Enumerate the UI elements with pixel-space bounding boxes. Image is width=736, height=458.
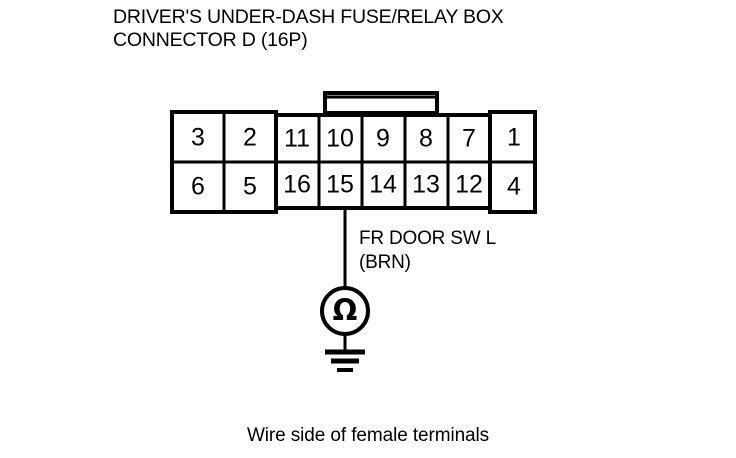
connector-middle-block: 11 10 9 8 7 16 15 14 13 12 bbox=[274, 113, 492, 210]
terminal-cell-11: 11 bbox=[284, 125, 310, 153]
connector-locking-tab bbox=[323, 91, 439, 115]
terminal-cell-14: 14 bbox=[369, 171, 397, 199]
title-line-1: DRIVER'S UNDER-DASH FUSE/RELAY BOX bbox=[113, 6, 504, 28]
terminal-cell-6: 6 bbox=[191, 173, 205, 201]
terminal-cell-1: 1 bbox=[507, 124, 521, 152]
connector-right-block: 1 4 bbox=[488, 110, 537, 214]
ground-symbol: Ω bbox=[320, 286, 370, 372]
terminal-cell-5: 5 bbox=[243, 173, 257, 201]
terminal-cell-2: 2 bbox=[243, 124, 257, 152]
omega-icon: Ω bbox=[333, 293, 358, 327]
terminal-cell-3: 3 bbox=[191, 124, 205, 152]
terminal-cell-9: 9 bbox=[376, 125, 390, 153]
wire-label: FR DOOR SW L (BRN) bbox=[359, 227, 496, 275]
connector-left-block: 3 2 6 5 bbox=[170, 110, 278, 214]
diagram-caption: Wire side of female terminals bbox=[246, 425, 490, 446]
wire-label-line-1: FR DOOR SW L bbox=[359, 228, 496, 249]
terminal-cell-7: 7 bbox=[462, 125, 476, 153]
terminal-cell-4: 4 bbox=[507, 173, 521, 201]
terminal-cell-8: 8 bbox=[419, 125, 433, 153]
diagram-title: DRIVER'S UNDER-DASH FUSE/RELAY BOX CONNE… bbox=[113, 6, 504, 52]
terminal-cell-12: 12 bbox=[455, 171, 483, 199]
terminal-cell-16: 16 bbox=[283, 171, 311, 199]
terminal-cell-10: 10 bbox=[326, 125, 354, 153]
terminal-cell-15: 15 bbox=[326, 171, 354, 199]
terminal-cell-13: 13 bbox=[412, 171, 440, 199]
title-line-2: CONNECTOR D (16P) bbox=[113, 29, 308, 51]
wire-label-line-2: (BRN) bbox=[359, 252, 411, 273]
